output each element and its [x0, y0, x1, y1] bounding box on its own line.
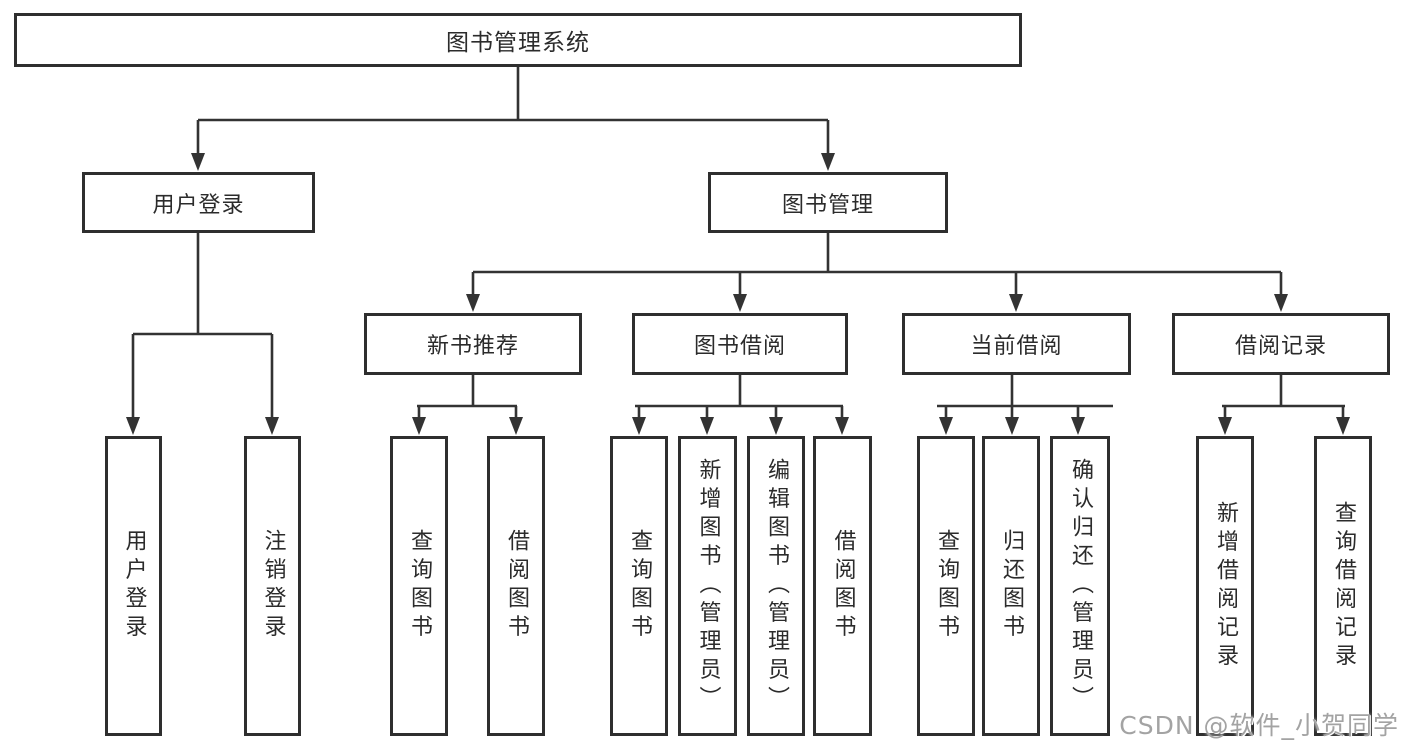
connector-book-borrowing-children: [632, 375, 849, 435]
leaf-add-books-admin-label: 新增图书（管理员）: [695, 457, 721, 715]
connector-new-book-children: [412, 375, 523, 435]
leaf-query-books-recommend: 查询图书: [390, 436, 448, 736]
node-book-management: 图书管理: [708, 172, 948, 233]
leaf-logout-label: 注销登录: [260, 529, 286, 643]
leaf-edit-books-admin-label: 编辑图书（管理员）: [764, 457, 789, 715]
csdn-watermark: CSDN @软件_小贺同学: [1119, 711, 1399, 740]
leaf-query-borrow-record-label: 查询借阅记录: [1331, 500, 1356, 672]
leaf-query-books-recommend-label: 查询图书: [407, 529, 432, 643]
node-user-login: 用户登录: [82, 172, 315, 233]
connector-borrowing-records-children: [1218, 375, 1350, 435]
node-current-borrowing: 当前借阅: [902, 313, 1131, 375]
leaf-query-books-current: 查询图书: [917, 436, 975, 736]
node-book-borrowing: 图书借阅: [632, 313, 848, 375]
leaf-borrow-books-recommend-label: 借阅图书: [504, 529, 529, 643]
connector-current-borrowing-children: [937, 375, 1113, 435]
leaf-add-borrow-record: 新增借阅记录: [1196, 436, 1254, 736]
node-borrowing-records: 借阅记录: [1172, 313, 1390, 375]
leaf-logout: 注销登录: [244, 436, 301, 736]
leaf-add-borrow-record-label: 新增借阅记录: [1213, 500, 1238, 672]
leaf-return-books-label: 归还图书: [999, 529, 1024, 643]
leaf-borrow-books-label: 借阅图书: [830, 529, 856, 643]
connector-book-management-modules: [466, 233, 1288, 312]
leaf-confirm-return-admin-label: 确认归还（管理员）: [1068, 457, 1093, 715]
leaf-query-books-current-label: 查询图书: [934, 529, 959, 643]
leaf-confirm-return-admin: 确认归还（管理员）: [1050, 436, 1110, 736]
leaf-query-books-borrowing-label: 查询图书: [627, 529, 652, 643]
node-root: 图书管理系统: [14, 13, 1022, 67]
leaf-user-login-label: 用户登录: [121, 529, 147, 643]
leaf-edit-books-admin: 编辑图书（管理员）: [747, 436, 805, 736]
leaf-return-books: 归还图书: [982, 436, 1040, 736]
leaf-query-books-borrowing: 查询图书: [610, 436, 668, 736]
leaf-user-login: 用户登录: [105, 436, 162, 736]
node-new-book-recommendation: 新书推荐: [364, 313, 582, 375]
leaf-borrow-books-recommend: 借阅图书: [487, 436, 545, 736]
connector-root-to-level2: [191, 67, 835, 171]
leaf-add-books-admin: 新增图书（管理员）: [678, 436, 737, 736]
connector-user-login-children: [126, 233, 279, 435]
leaf-query-borrow-record: 查询借阅记录: [1314, 436, 1372, 736]
leaf-borrow-books: 借阅图书: [813, 436, 872, 736]
